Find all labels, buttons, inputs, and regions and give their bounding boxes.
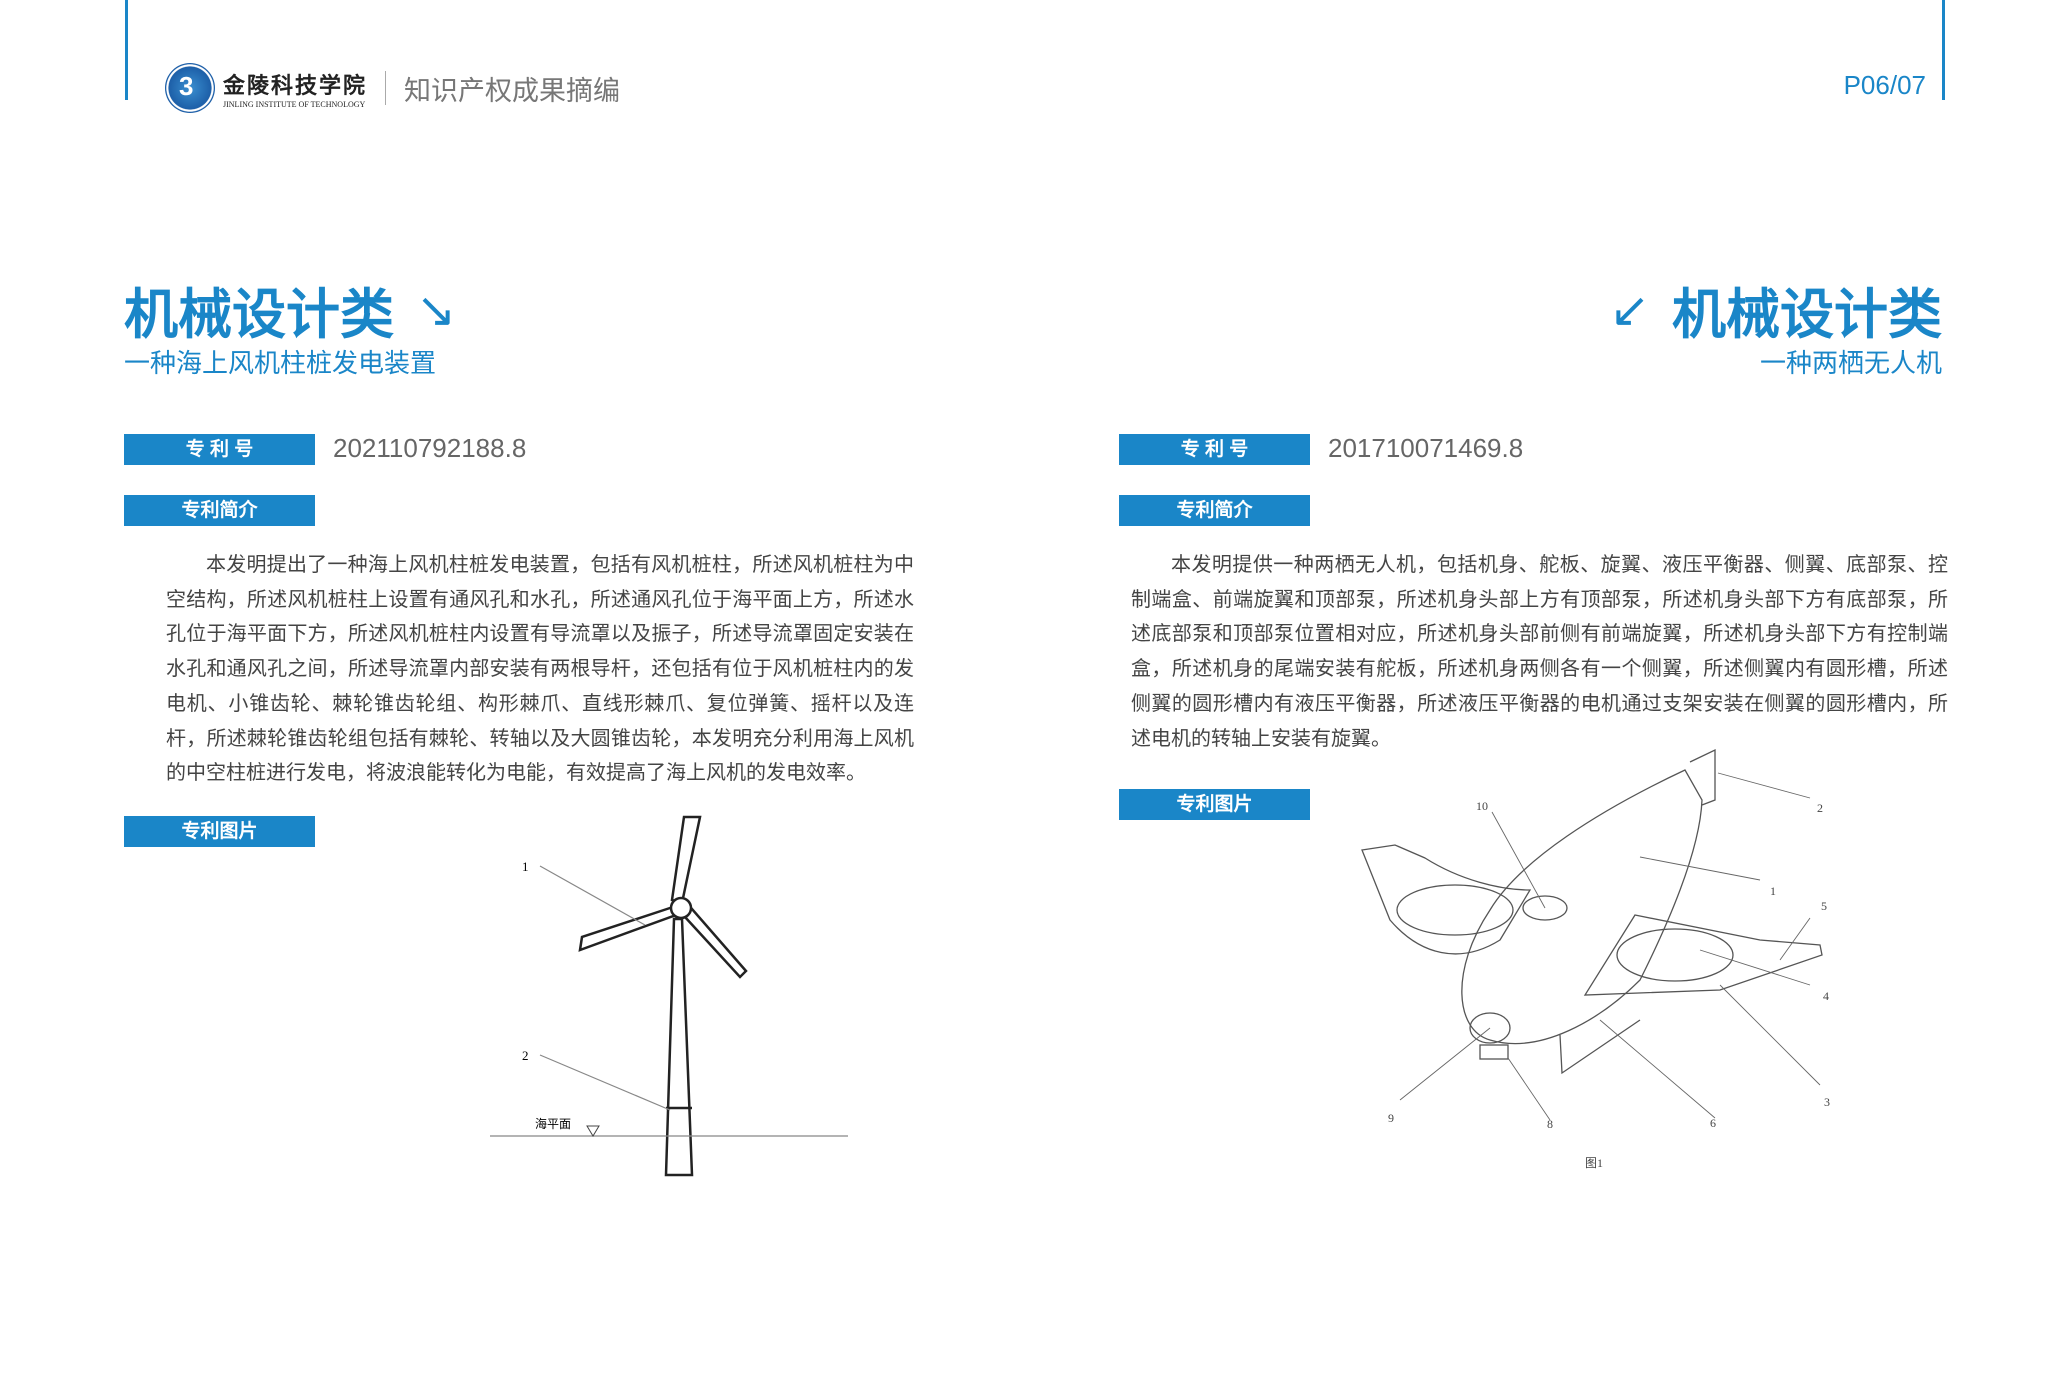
figure-label: 1	[522, 859, 529, 874]
left-patent-title: 一种海上风机柱桩发电装置	[124, 348, 437, 378]
seal-glyph: 3	[179, 71, 194, 101]
wind-turbine-figure: 1 2 海平面	[490, 815, 848, 1177]
figure-label: 10	[1476, 799, 1488, 813]
figure-label: 2	[522, 1048, 529, 1063]
school-name-en: JINLING INSTITUTE OF TECHNOLOGY	[223, 99, 366, 109]
right-border-line	[1942, 0, 1945, 100]
figure-caption: 图1	[1585, 1156, 1603, 1170]
figure-label: 5	[1821, 899, 1827, 913]
right-image-label: 专利图片	[1119, 789, 1310, 820]
left-category-title: 机械设计类 ↘	[124, 270, 456, 349]
header-logo: 3 金陵科技学院 JINLING INSTITUTE OF TECHNOLOGY…	[165, 63, 620, 113]
header-divider	[385, 71, 387, 105]
left-border-line	[125, 0, 128, 100]
right-patent-no: 201710071469.8	[1328, 433, 1524, 463]
figure-label: 6	[1710, 1116, 1716, 1130]
left-summary-text: 本发明提出了一种海上风机柱桩发电装置，包括有风机桩柱，所述风机桩柱为中空结构，所…	[166, 554, 914, 785]
sea-level-label: 海平面	[535, 1116, 571, 1131]
figure-label: 2	[1817, 801, 1823, 815]
right-category-title: ↙ 机械设计类	[1610, 270, 1942, 349]
figure-label: 4	[1823, 989, 1829, 1003]
arrow-down-left-icon: ↙	[1609, 283, 1650, 337]
header-title: 知识产权成果摘编	[404, 75, 621, 106]
school-name-cn: 金陵科技学院	[223, 72, 368, 99]
figure-label: 1	[1770, 884, 1776, 898]
left-summary-label: 专利简介	[124, 495, 315, 526]
category-text: 机械设计类	[1672, 285, 1942, 345]
page-number: P06/07	[1843, 70, 1926, 100]
figure-label: 3	[1824, 1095, 1830, 1109]
right-summary-text: 本发明提供一种两栖无人机，包括机身、舵板、旋翼、液压平衡器、侧翼、底部泵、控制端…	[1131, 554, 1948, 750]
category-text: 机械设计类	[124, 285, 394, 345]
right-patent-title: 一种两栖无人机	[1759, 348, 1942, 378]
figure-label: 9	[1388, 1111, 1394, 1125]
left-image-label: 专利图片	[124, 816, 315, 847]
left-patent-no-label: 专 利 号	[124, 434, 315, 465]
left-patent-no: 202110792188.8	[333, 433, 527, 463]
amphibious-drone-figure: 10 2 1 5 4 3 6 8 9 图1	[1361, 748, 1830, 1170]
school-seal-icon: 3	[165, 63, 215, 113]
right-summary-label: 专利简介	[1119, 495, 1310, 526]
arrow-down-right-icon: ↘	[416, 283, 457, 337]
figure-label: 8	[1547, 1117, 1553, 1131]
right-patent-no-label: 专 利 号	[1119, 434, 1310, 465]
